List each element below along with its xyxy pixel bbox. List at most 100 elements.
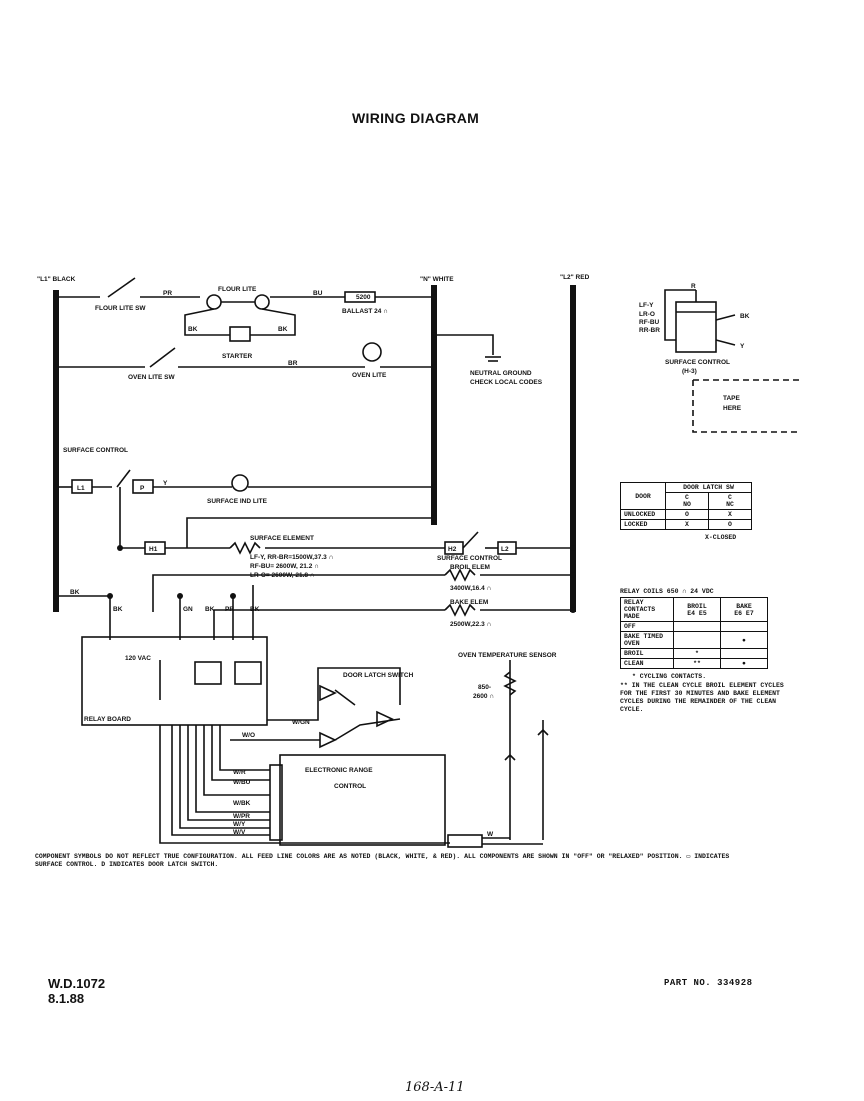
wr-label: W/R <box>233 769 246 776</box>
row-cell: X <box>665 519 709 530</box>
wo-label: W/O <box>242 732 255 739</box>
electronic-range-label: ELECTRONIC RANGE <box>305 767 373 774</box>
door-latch-sw-header: DOOR LATCH SW <box>665 482 752 493</box>
table-row: CLEAN ** ● <box>620 658 768 669</box>
flour-lite-sw-label: FLOUR LITE SW <box>95 305 146 312</box>
starter-label: STARTER <box>222 353 253 360</box>
surface-control-2-label: SURFACE CONTROL <box>437 555 502 562</box>
bk-rail-label: BK <box>70 589 80 596</box>
lr-o-label: LR-O= 2600W, 21.8 ∩ <box>250 572 315 579</box>
row-cell: * <box>673 648 721 659</box>
tape-label: TAPE <box>723 395 741 402</box>
h2-label: H2 <box>448 546 457 553</box>
row-cell: ● <box>720 631 768 649</box>
l2-label: "L2" RED <box>560 274 590 281</box>
broil-value-label: 3400W,16.4 ∩ <box>450 585 491 592</box>
row-cell: X <box>708 509 752 520</box>
relay-note-1: * CYCLING CONTACTS. <box>632 673 707 680</box>
table-row: BROIL * <box>620 648 768 659</box>
row-label: BAKE TIMED OVEN <box>620 631 674 649</box>
surface-control-inset-label: SURFACE CONTROL <box>665 359 730 366</box>
table-row: UNLOCKED O X <box>620 509 752 520</box>
handwritten-note: 168-A-11 <box>405 1080 465 1095</box>
l2-box-label: L2 <box>501 546 509 553</box>
relay-note-2: ** IN THE CLEAN CYCLE BROIL ELEMENT CYCL… <box>620 682 784 713</box>
wbk-label: W/BK <box>233 800 251 807</box>
sc-inset-y-label: Y <box>740 343 745 350</box>
l1-label: "L1" BLACK <box>37 276 76 283</box>
oven-lite-label: OVEN LITE <box>352 372 387 379</box>
surface-control-label: SURFACE CONTROL <box>63 447 128 454</box>
wd-number: W.D.1072 <box>48 976 106 991</box>
wy-label: W/Y <box>233 821 246 828</box>
page-title: WIRING DIAGRAM <box>352 110 480 126</box>
control-label: CONTROL <box>334 783 366 790</box>
bk-branch-3-label: BK <box>250 606 260 613</box>
door-latch-switch-label: DOOR LATCH SWITCH <box>343 672 414 679</box>
rf-bu-label: RF-BU= 2600W, 21.2 ∩ <box>250 563 319 570</box>
component-footnote: COMPONENT SYMBOLS DO NOT REFLECT TRUE CO… <box>35 853 730 868</box>
row-cell: ** <box>673 658 721 669</box>
oven-temp-sensor-label: OVEN TEMPERATURE SENSOR <box>458 652 557 659</box>
broil-elem-label: BROIL ELEM <box>450 564 490 571</box>
door-header: DOOR <box>620 482 666 510</box>
sc-legend-rrbr: RR-BR <box>639 327 660 334</box>
row-label: BROIL <box>620 648 674 659</box>
sensor-value-2-label: 2600 ∩ <box>473 693 494 700</box>
n-label: "N" WHITE <box>420 276 454 283</box>
wiring-diagram-number: W.D.1072 8.1.88 <box>48 976 105 1006</box>
row-cell: O <box>708 519 752 530</box>
wv-label: W/V <box>233 829 246 836</box>
sc-legend-lro: LR-O <box>639 311 655 318</box>
br-label: BR <box>288 360 298 367</box>
row-cell: ● <box>720 658 768 669</box>
sensor-value-1-label: 850- <box>478 684 491 691</box>
l1-box-label: L1 <box>77 485 85 492</box>
surface-ind-lite-label: SURFACE IND LITE <box>207 498 268 505</box>
y-label: Y <box>163 480 168 487</box>
door-latch-switch-text: DOOR LATCH SWITCH <box>343 672 414 679</box>
relay-caption: RELAY COILS 650 ∩ 24 VDC <box>620 588 714 595</box>
sc-legend-lfy: LF-Y <box>639 302 654 309</box>
part-number: PART NO. 334928 <box>664 978 753 988</box>
relay-board-label: RELAY BOARD <box>84 716 131 723</box>
table-row: BAKE TIMED OVEN ● <box>620 631 768 649</box>
row-cell <box>720 648 768 659</box>
w-label: W <box>487 831 494 838</box>
bake-elem-label: BAKE ELEM <box>450 599 488 606</box>
table-row: LOCKED X O <box>620 519 752 530</box>
ballast-value-label: 5200 <box>356 294 371 301</box>
neutral-ground-label: NEUTRAL GROUND <box>470 370 532 377</box>
row-cell <box>673 621 721 632</box>
bk-left-label: BK <box>188 326 198 333</box>
h1-label: H1 <box>149 546 158 553</box>
row-label: LOCKED <box>620 519 666 530</box>
bu-label: BU <box>313 290 323 297</box>
table-row: OFF <box>620 621 768 632</box>
check-local-codes-label: CHECK LOCAL CODES <box>470 379 543 386</box>
row-cell <box>673 631 721 649</box>
bake-value-label: 2500W,22.3 ∩ <box>450 621 491 628</box>
r-label: R <box>691 283 696 290</box>
sc-inset-bk-label: BK <box>740 313 750 320</box>
pr-label: PR <box>163 290 172 297</box>
lf-rr-label: LF-Y, RR-BR=1500W,37.3 ∩ <box>250 554 333 561</box>
flour-lite-label: FLOUR LITE <box>218 286 257 293</box>
v120-label: 120 VAC <box>125 655 151 662</box>
ballast-label: BALLAST 24 ∩ <box>342 308 388 315</box>
surface-control-inset-2-label: (H-3) <box>682 368 697 375</box>
relay-table: RELAY COILS 650 ∩ 24 VDC RELAY CONTACTS … <box>620 588 790 714</box>
row-label: UNLOCKED <box>620 509 666 520</box>
here-label: HERE <box>723 405 742 412</box>
door-table-legend: X-CLOSED <box>705 534 737 541</box>
wbu-label: W/BU <box>233 779 251 786</box>
row-cell <box>720 621 768 632</box>
oven-lite-sw-label: OVEN LITE SW <box>128 374 175 381</box>
